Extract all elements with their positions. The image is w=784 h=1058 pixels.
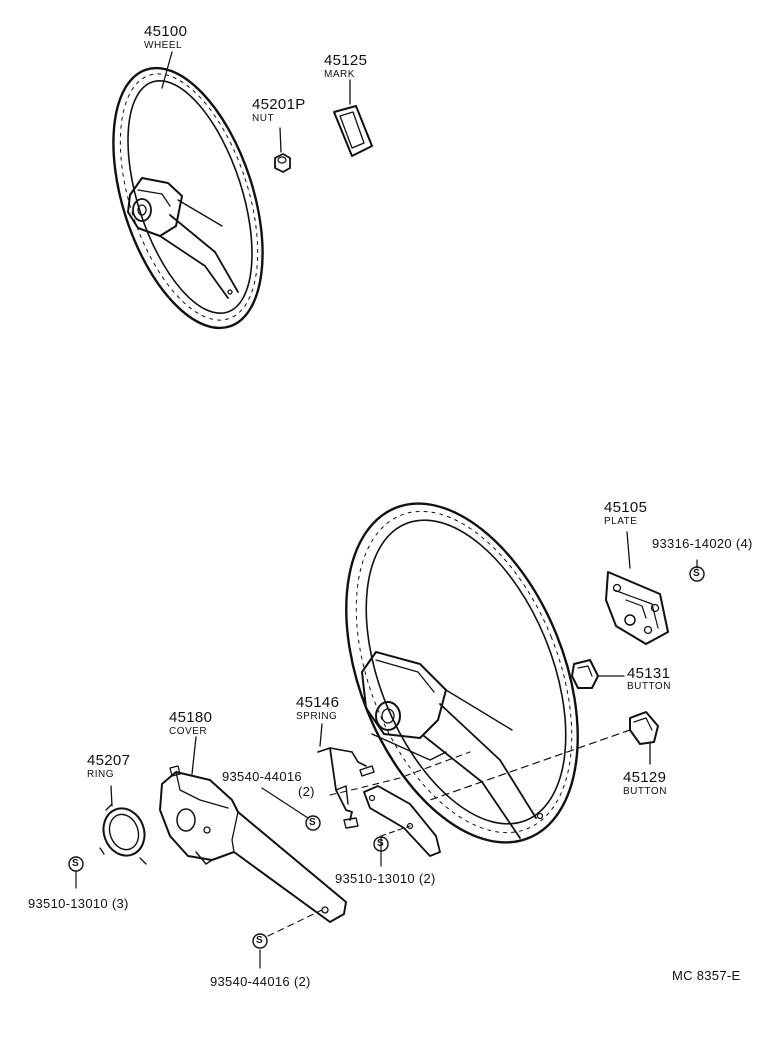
standard-part-ring-screw: 93510-13010 (3) <box>28 897 129 910</box>
part-number-mark: 45125 <box>324 52 368 69</box>
standard-part-plate-screw: 93316-14020 (4) <box>652 537 753 550</box>
standard-part-symbol: S <box>377 838 384 849</box>
ring-illustration <box>99 785 147 865</box>
diagram-reference-code: MC 8357-E <box>672 968 741 983</box>
part-name-button-131: BUTTON <box>627 681 671 692</box>
standard-part-spring-screw-number: 93540-44016 <box>222 769 302 784</box>
standard-part-symbol: S <box>309 817 316 828</box>
part-name-spring: SPRING <box>296 711 338 722</box>
standard-part-qty: (2) <box>418 871 436 886</box>
steering-wheel-top-illustration <box>112 51 264 330</box>
part-number-plate: 45105 <box>604 499 648 516</box>
cover-illustration <box>159 736 347 923</box>
standard-part-number: 93316-14020 <box>652 536 732 551</box>
standard-part-qty: (4) <box>735 536 753 551</box>
part-number-nut: 45201P <box>252 96 306 113</box>
standard-part-cover-screw: 93540-44016 (2) <box>210 975 311 988</box>
button-45131-illustration <box>571 659 625 689</box>
standard-part-contact-screw: 93510-13010 (2) <box>335 872 436 885</box>
standard-part-symbol: S <box>256 935 263 946</box>
part-name-cover: COVER <box>169 726 208 737</box>
steering-wheel-bottom-illustration <box>345 502 579 844</box>
standard-part-spring-screw-qty: (2) <box>298 784 315 799</box>
part-name-nut: NUT <box>252 113 275 124</box>
part-number-cover: 45180 <box>169 709 213 726</box>
spring-illustration <box>317 723 375 829</box>
standard-part-number: 93510-13010 <box>28 896 108 911</box>
standard-part-qty: (2) <box>293 974 311 989</box>
part-name-wheel: WHEEL <box>144 40 183 51</box>
part-name-mark: MARK <box>324 69 355 80</box>
standard-part-symbol: S <box>693 568 700 579</box>
standard-part-number: 93540-44016 <box>210 974 290 989</box>
plate-illustration <box>605 531 669 645</box>
part-number-ring: 45207 <box>87 752 131 769</box>
mark-illustration <box>333 79 373 157</box>
part-number-spring: 45146 <box>296 694 340 711</box>
part-name-ring: RING <box>87 769 114 780</box>
standard-part-symbol: S <box>72 858 79 869</box>
standard-part-number: 93510-13010 <box>335 871 415 886</box>
standard-part-qty: (3) <box>111 896 129 911</box>
part-name-plate: PLATE <box>604 516 638 527</box>
part-number-wheel: 45100 <box>144 23 188 40</box>
contact-plate-illustration <box>363 785 441 857</box>
part-name-button-129: BUTTON <box>623 786 667 797</box>
part-number-button-131: 45131 <box>627 665 671 682</box>
nut-illustration <box>274 127 291 173</box>
part-number-button-129: 45129 <box>623 769 667 786</box>
button-45129-illustration <box>629 711 659 765</box>
